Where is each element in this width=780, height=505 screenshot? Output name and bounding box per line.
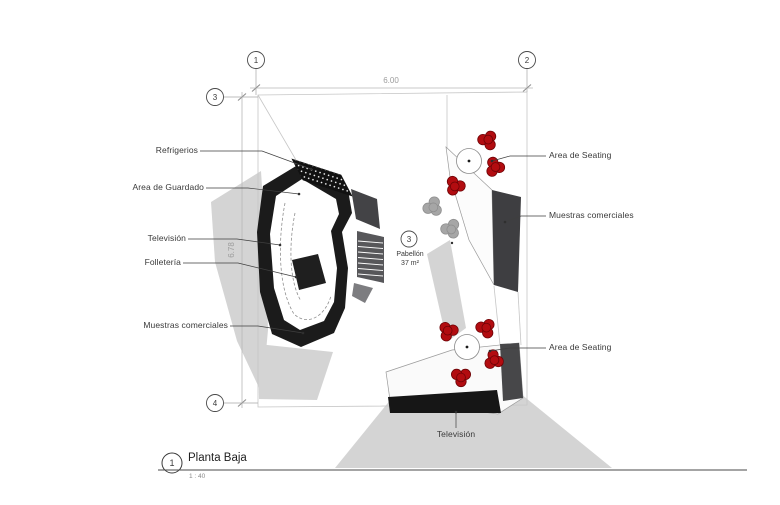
top-dimension: 6.00 [250, 76, 533, 92]
pavilion-tag-area: 37 m² [401, 260, 420, 267]
leader-folleteria [183, 262, 297, 278]
label-muestras-comerciales-right: Muestras comerciales [549, 210, 634, 220]
counter-inner-line [279, 202, 332, 320]
table-center-dot [467, 159, 471, 163]
pavilion-tag-number: 3 [407, 235, 412, 244]
wall-dark-face [492, 190, 521, 292]
leader-lines [183, 150, 546, 428]
tv-band [388, 390, 501, 413]
svg-text:3: 3 [213, 93, 218, 102]
counter-inner-line-2 [290, 212, 302, 302]
leader-area-de-guardado [206, 187, 300, 195]
leader-television-left [188, 238, 281, 246]
view-title: Planta Baja [188, 452, 247, 464]
label-area-de-guardado: Area de Guardado [132, 182, 204, 192]
display-block [292, 254, 326, 290]
reception-structure [257, 158, 384, 347]
svg-text:4: 4 [213, 399, 218, 408]
view-scale: 1 : 40 [189, 473, 206, 480]
table-center-dot [465, 345, 469, 349]
floor-reference-dot [450, 241, 454, 245]
chair-shadow [420, 194, 448, 222]
leader-refrigerios [200, 150, 312, 170]
label-muestras-comerciales-left: Muestras comerciales [143, 320, 228, 330]
grid-bubble-1: 1 [247, 51, 265, 95]
leader-seating-bottom [489, 347, 546, 352]
pavilion-tag: 3 Pabellón 37 m² [396, 230, 454, 267]
label-television-left: Televisión [147, 233, 186, 243]
platform-dark-end [500, 343, 523, 401]
label-area-de-seating-bottom: Area de Seating [549, 342, 612, 352]
shadow-counter-bottom [258, 344, 333, 400]
chair [475, 126, 502, 153]
leader-muestras-left [230, 325, 304, 334]
svg-text:2: 2 [525, 56, 530, 65]
lower-gray-piece [352, 283, 373, 303]
shadow-mid-right [427, 240, 466, 342]
grid-bubble-4: 4 [206, 394, 258, 412]
louver-panel [357, 231, 384, 283]
seating-cluster-bottom [433, 313, 507, 388]
label-area-de-seating-top: Area de Seating [549, 150, 612, 160]
perforated-canopy [291, 158, 353, 197]
dimension-vertical: 6.78 [227, 242, 236, 258]
grid-bubble-3: 3 [206, 88, 258, 106]
leader-muestras-right [504, 215, 546, 223]
label-refrigerios: Refrigerios [155, 145, 198, 155]
title-block: 1 Planta Baja 1 : 40 [158, 452, 747, 480]
label-folleteria: Folletería [144, 257, 181, 267]
pavilion-tag-name: Pabellón [396, 251, 423, 258]
view-number: 1 [169, 458, 174, 468]
label-television-bottom: Televisión [436, 429, 476, 439]
dimension-horizontal: 6.00 [383, 76, 399, 85]
shadow-left-band [211, 171, 268, 394]
leader-seating-top [491, 155, 546, 162]
grid-bubble-2: 2 [518, 51, 536, 92]
side-wedge [351, 189, 380, 229]
seating-cluster-top [441, 126, 506, 200]
chair [473, 313, 501, 341]
plan-boundary [257, 91, 528, 408]
svg-text:1: 1 [254, 56, 259, 65]
chair-shadow [438, 216, 465, 243]
